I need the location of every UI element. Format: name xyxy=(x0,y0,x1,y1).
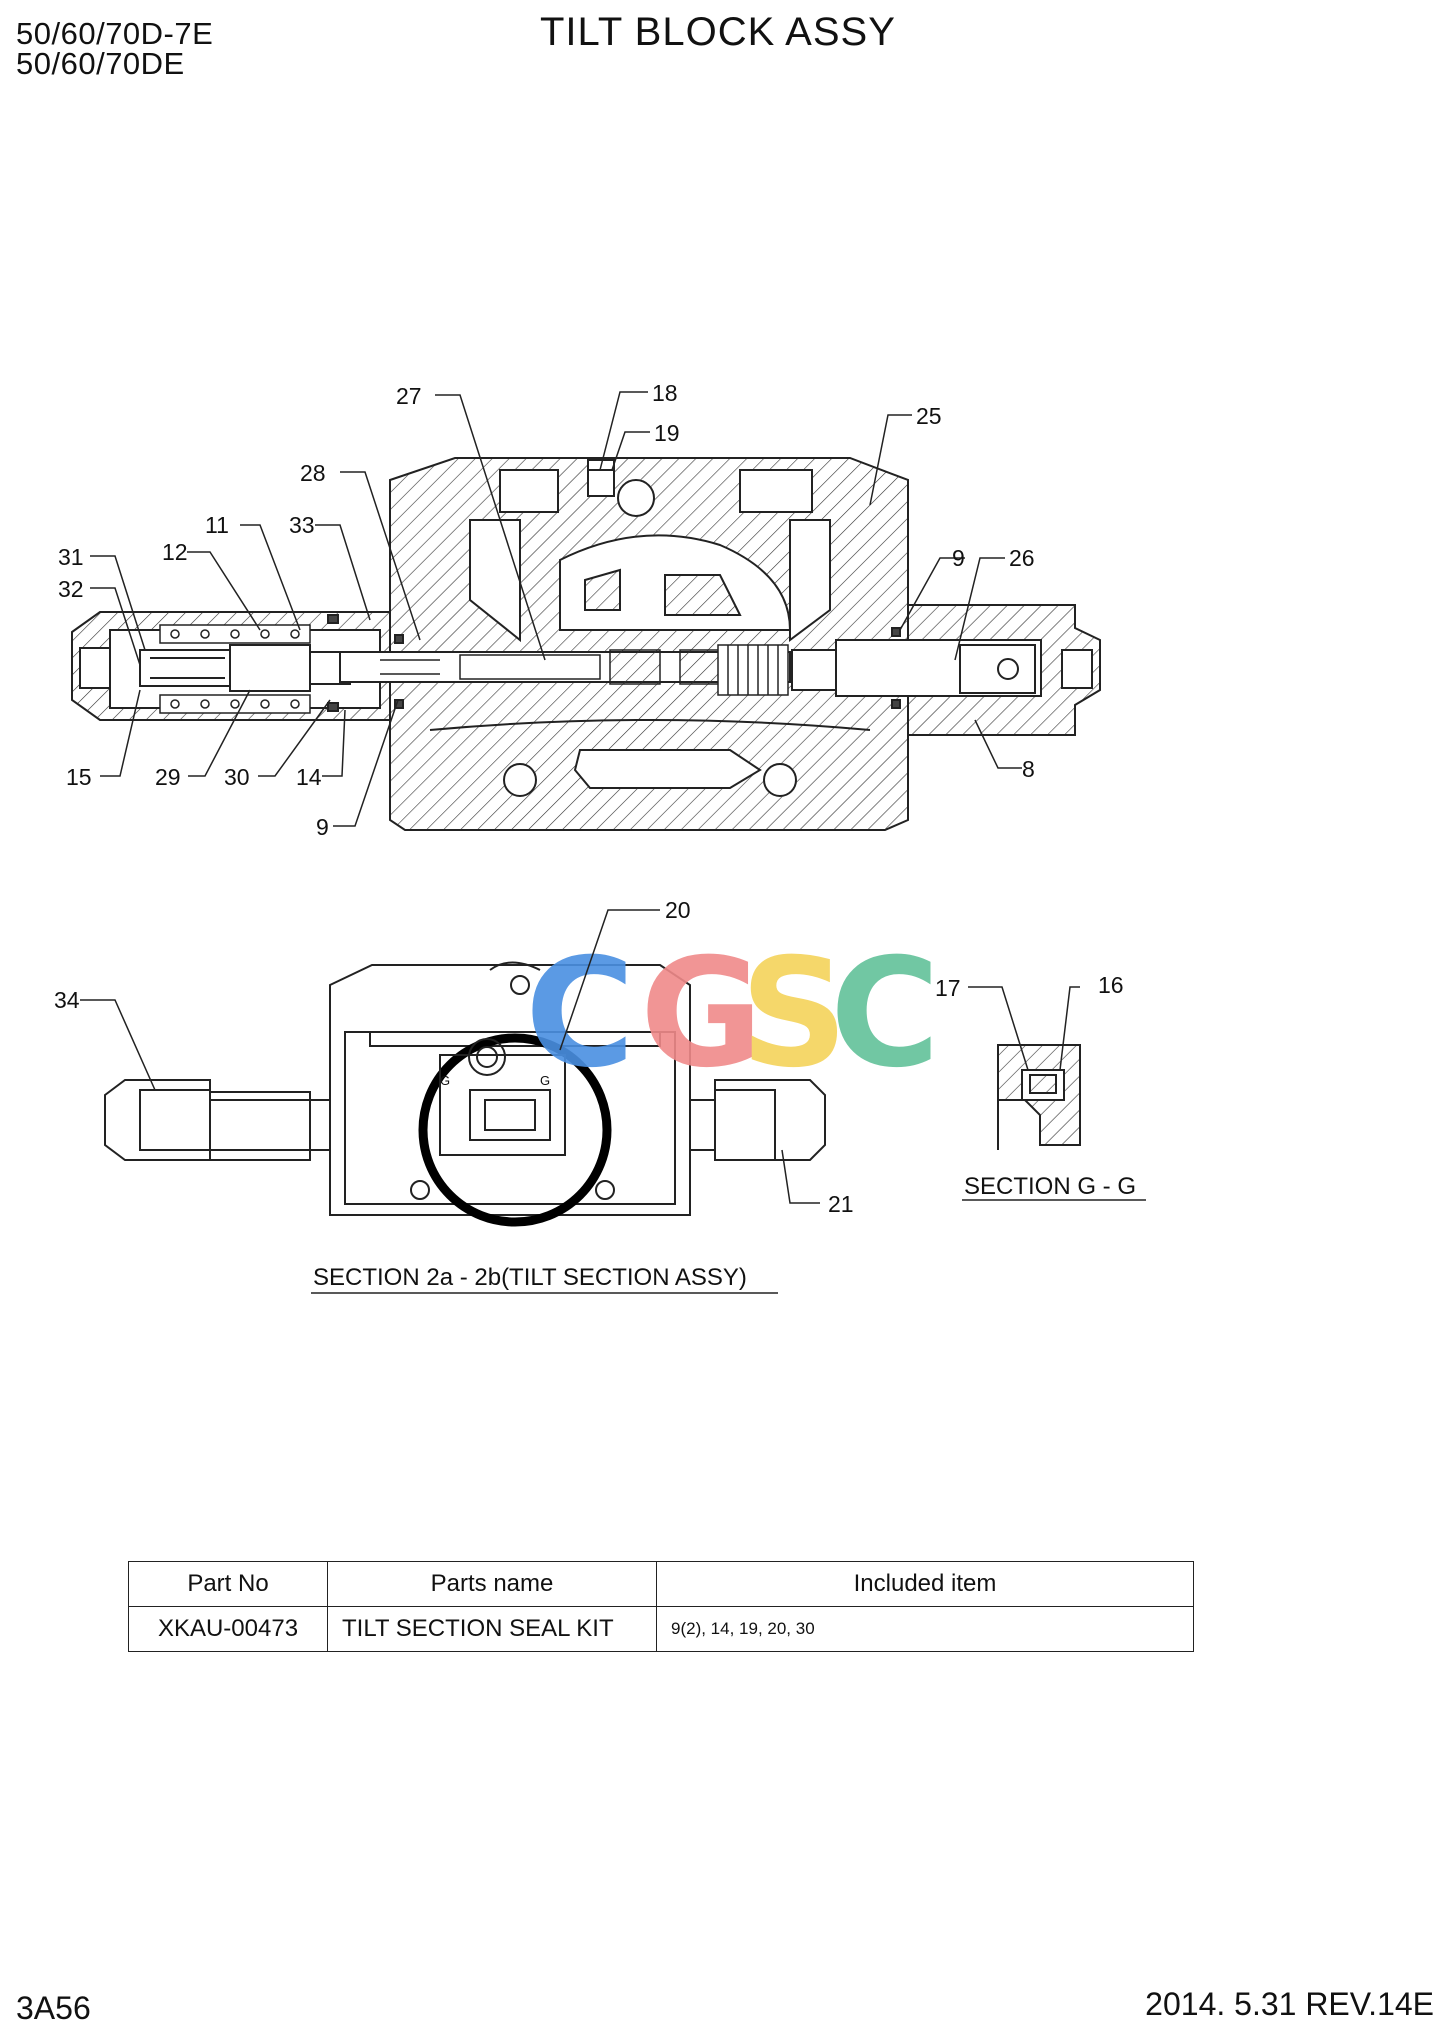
section-g-g-label: SECTION G - G xyxy=(964,1173,1136,1200)
callout-26: 26 xyxy=(1009,545,1035,571)
callout-31: 31 xyxy=(58,544,84,570)
callout-25: 25 xyxy=(916,403,942,429)
g-marks: G G xyxy=(440,1073,550,1088)
callout-29: 29 xyxy=(155,764,181,790)
cell-parts-name: TILT SECTION SEAL KIT xyxy=(327,1606,657,1652)
callout-8: 8 xyxy=(1022,756,1035,782)
g-mark-right: G xyxy=(540,1073,550,1088)
callout-11: 11 xyxy=(205,512,229,538)
callout-17: 17 xyxy=(935,975,961,1001)
main-view-callouts: 27 18 19 25 28 11 33 31 12 32 9 26 15 29… xyxy=(58,380,1035,840)
callout-30: 30 xyxy=(224,764,250,790)
callout-16: 16 xyxy=(1098,972,1124,998)
revision-stamp: 2014. 5.31 REV.14E xyxy=(1145,1986,1434,2022)
watermark-letter-s: S xyxy=(740,927,848,1101)
section-view-callouts: 20 34 17 16 21 xyxy=(54,897,1124,1217)
watermark-letter-c2: C xyxy=(830,927,940,1101)
callout-9-right: 9 xyxy=(952,545,965,571)
callout-14: 14 xyxy=(296,764,322,790)
header-parts-name: Parts name xyxy=(327,1561,657,1607)
callout-19: 19 xyxy=(654,420,680,446)
section-labels: SECTION G - G SECTION 2a - 2b(TILT SECTI… xyxy=(311,1173,1146,1294)
main-section-view xyxy=(71,457,1101,831)
model-line-1: 50/60/70D-7E xyxy=(16,16,214,51)
section-2a-2b-label: SECTION 2a - 2b(TILT SECTION ASSY) xyxy=(313,1264,747,1291)
watermark-letter-c1: C xyxy=(525,927,635,1101)
callout-33: 33 xyxy=(289,512,315,538)
table-row: XKAU-00473 TILT SECTION SEAL KIT 9(2), 1… xyxy=(128,1606,1194,1652)
callout-21: 21 xyxy=(828,1191,854,1217)
page-title: TILT BLOCK ASSY xyxy=(540,10,896,54)
callout-18: 18 xyxy=(652,380,678,406)
header-part-no: Part No xyxy=(128,1561,328,1607)
header-included-item: Included item xyxy=(656,1561,1194,1607)
g-mark-left: G xyxy=(440,1073,450,1088)
cell-part-no: XKAU-00473 xyxy=(128,1606,328,1652)
callout-12: 12 xyxy=(162,539,188,565)
watermark-letter-g: G xyxy=(640,927,763,1101)
parts-table-header: Part No Parts name Included item xyxy=(128,1561,1194,1607)
callout-34: 34 xyxy=(54,987,80,1013)
callout-32: 32 xyxy=(58,576,84,602)
section-view-leaders xyxy=(80,909,1080,1204)
section-g-g-view xyxy=(997,1044,1081,1150)
parts-table: Part No Parts name Included item XKAU-00… xyxy=(128,1561,1194,1652)
cgsc-watermark: C G S C xyxy=(525,927,940,1101)
model-line-2: 50/60/70DE xyxy=(16,46,185,81)
callout-28: 28 xyxy=(300,460,326,486)
cell-included-item: 9(2), 14, 19, 20, 30 xyxy=(656,1606,1194,1652)
callout-27: 27 xyxy=(396,383,422,409)
tilt-section-view xyxy=(104,961,826,1227)
callout-15: 15 xyxy=(66,764,92,790)
main-view-leaders xyxy=(90,391,1022,827)
callout-20: 20 xyxy=(665,897,691,923)
callout-9-bottom: 9 xyxy=(316,814,329,840)
page-code: 3A56 xyxy=(16,1990,91,2026)
